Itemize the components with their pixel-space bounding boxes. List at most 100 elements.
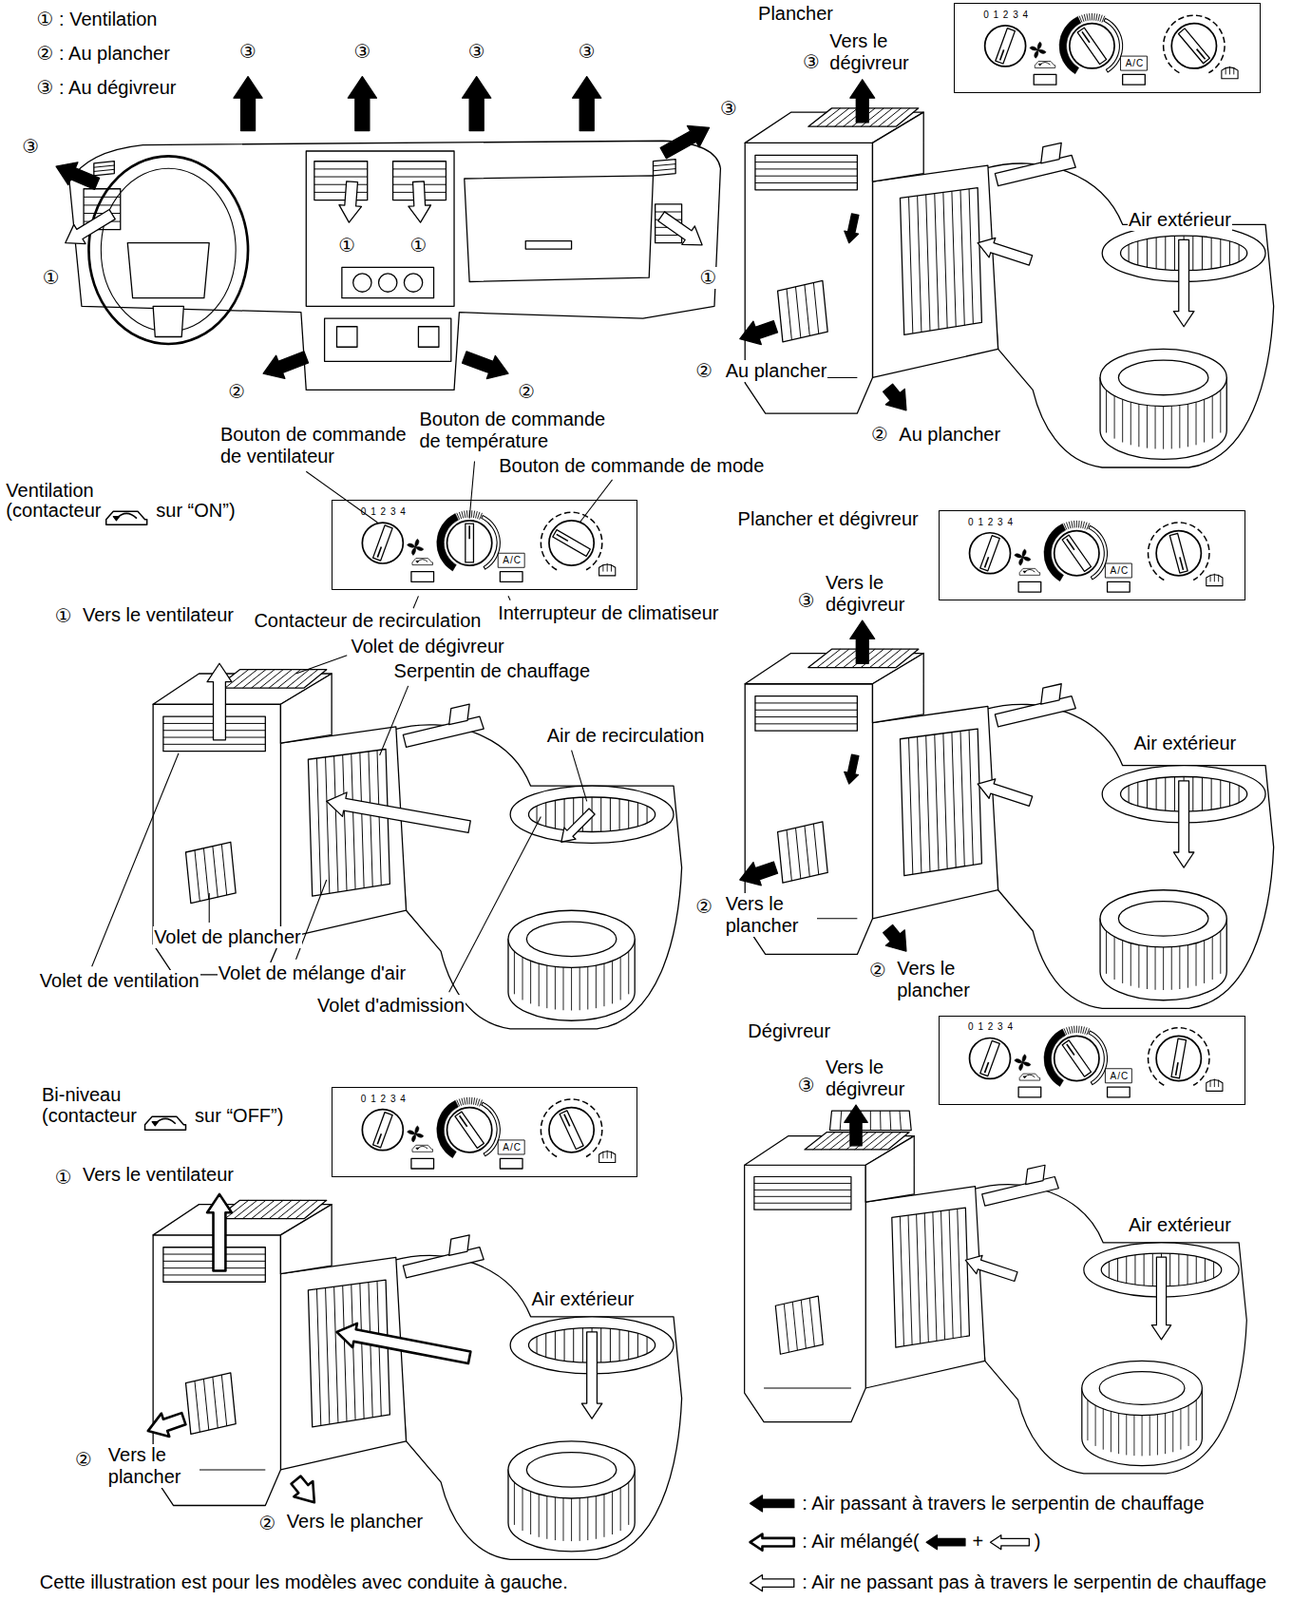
temperature-knob bbox=[459, 1115, 468, 1126]
recirculation-icon bbox=[1025, 1074, 1036, 1078]
recirculation-icon bbox=[416, 560, 419, 563]
control-knob bbox=[379, 273, 398, 292]
temperature-scale bbox=[477, 512, 480, 519]
blower-wheel bbox=[562, 1498, 564, 1541]
vent-door bbox=[754, 1189, 852, 1191]
temperature-scale bbox=[464, 1097, 466, 1104]
intake-grille bbox=[1192, 777, 1194, 812]
vent-door bbox=[163, 1273, 266, 1275]
temperature-scale bbox=[1102, 16, 1105, 23]
temperature-scale bbox=[1081, 1026, 1083, 1033]
control-panel: 0 1 2 3 4A/C bbox=[938, 510, 1245, 601]
blower-wheel bbox=[1133, 1414, 1135, 1456]
mode-knob bbox=[559, 1110, 584, 1150]
airflow-arrow bbox=[660, 125, 709, 158]
fan-icon bbox=[407, 538, 424, 555]
intake-grille bbox=[1137, 781, 1139, 806]
heater-pipe bbox=[449, 703, 470, 724]
fan-icon bbox=[1022, 556, 1031, 561]
leader-line bbox=[413, 595, 418, 608]
heater-core bbox=[360, 752, 364, 889]
callout-number: ① bbox=[699, 266, 719, 289]
intake-grille bbox=[600, 797, 602, 832]
center-vent bbox=[393, 176, 447, 178]
leader-line bbox=[449, 816, 542, 992]
intake-grille bbox=[1174, 777, 1176, 812]
blower-wheel bbox=[570, 1498, 572, 1541]
vent-door bbox=[755, 696, 857, 732]
blower-wheel bbox=[1105, 931, 1107, 974]
leader-line bbox=[469, 461, 475, 519]
intake-grille bbox=[545, 1332, 547, 1357]
part-label: sur “OFF”) bbox=[193, 1104, 285, 1127]
defroster-outlet bbox=[879, 1132, 902, 1150]
airflow-arrow bbox=[263, 351, 308, 379]
fan-icon bbox=[411, 547, 416, 556]
intake-grille bbox=[1229, 781, 1231, 806]
part-label: ① : Ventilation bbox=[36, 8, 159, 31]
temperature-scale bbox=[466, 510, 469, 517]
leader-line bbox=[380, 685, 409, 756]
temperature-knob bbox=[1062, 534, 1091, 571]
console-switch bbox=[418, 326, 438, 347]
fan-icon bbox=[1014, 1054, 1031, 1071]
dashboard-outline bbox=[69, 140, 721, 390]
console bbox=[324, 318, 452, 361]
defroster-outlet bbox=[295, 1199, 319, 1218]
recirculation-icon bbox=[1023, 570, 1026, 573]
defroster-icon bbox=[603, 1150, 612, 1159]
heater-unit bbox=[740, 79, 1274, 468]
blower-wheel bbox=[579, 1498, 581, 1541]
airflow-arrow bbox=[1173, 780, 1194, 868]
heater-core bbox=[917, 195, 922, 332]
blower-wheel bbox=[603, 963, 605, 1007]
airflow-arrow bbox=[990, 1535, 1030, 1550]
heater-pipe bbox=[994, 696, 1076, 727]
temperature-scale bbox=[1081, 520, 1083, 528]
floor-door bbox=[809, 1297, 815, 1347]
airflow-arrow bbox=[850, 620, 875, 664]
blower-wheel bbox=[1171, 405, 1173, 449]
blower-wheel bbox=[546, 1496, 548, 1539]
heater-pipe bbox=[402, 716, 484, 747]
callout-number: ③ bbox=[719, 97, 739, 120]
fan-icon bbox=[411, 1133, 416, 1142]
intake-grille bbox=[1128, 785, 1130, 803]
heater-unit bbox=[152, 663, 682, 1029]
blower-housing bbox=[985, 163, 1274, 468]
recirculation-icon bbox=[106, 511, 148, 525]
defroster-outlet bbox=[862, 1132, 885, 1150]
blower-wheel bbox=[1172, 1410, 1174, 1452]
control-panel-art bbox=[361, 1097, 615, 1169]
intake-grille bbox=[582, 1328, 584, 1363]
defroster-icon bbox=[1210, 1078, 1219, 1087]
fan-icon bbox=[1022, 1062, 1031, 1066]
temperature-scale bbox=[1084, 522, 1087, 530]
heater-core bbox=[307, 1279, 390, 1427]
vent-door bbox=[755, 716, 857, 718]
blower-wheel bbox=[1125, 1414, 1127, 1456]
part-label: Bouton de commande de ventilateur bbox=[219, 423, 417, 468]
intake-grille bbox=[600, 1328, 602, 1363]
temperature-scale bbox=[464, 511, 466, 518]
intake-grille bbox=[554, 799, 556, 829]
air-intake bbox=[510, 785, 674, 843]
leader-line bbox=[571, 750, 588, 802]
blower-wheel bbox=[627, 950, 629, 994]
temperature-scale bbox=[1064, 1027, 1067, 1035]
airflow-arrow bbox=[462, 351, 509, 380]
vent-door bbox=[754, 1182, 852, 1184]
vent-door bbox=[755, 161, 857, 163]
intake-grille bbox=[1169, 1253, 1171, 1286]
defroster-outlet bbox=[878, 648, 902, 667]
defroster-outlet bbox=[286, 1199, 310, 1218]
temperature-scale bbox=[456, 513, 460, 520]
floor-door bbox=[778, 821, 829, 883]
temperature-scale bbox=[461, 1098, 464, 1105]
heater-pipe bbox=[449, 1235, 470, 1255]
blower-wheel bbox=[554, 966, 556, 1009]
ac-button bbox=[499, 1158, 523, 1169]
airflow-arrow bbox=[207, 1194, 232, 1272]
blower-wheel bbox=[1146, 946, 1148, 989]
